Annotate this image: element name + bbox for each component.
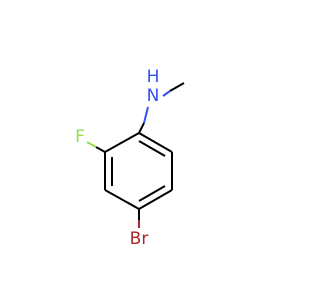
bonds — [86, 82, 185, 228]
bond-n-methyl-carbon-half — [169, 82, 185, 92]
structure-svg: H N F Br — [75, 67, 185, 249]
bromine-label: Br — [130, 229, 149, 249]
molecule-drawing: H N F Br — [75, 67, 185, 249]
bond-c2-f-carbon-half — [95, 146, 106, 153]
bond-c6-c1 — [138, 132, 173, 153]
atom-labels: H N F Br — [75, 67, 159, 249]
bond-c1-n-nitrogen-half — [143, 106, 149, 124]
bond-c2-f-fluorine-half — [86, 141, 97, 148]
bond-c4-c5 — [138, 189, 173, 210]
bond-c6-c1-inner — [138, 140, 166, 157]
bond-c4-c5-inner — [138, 185, 166, 202]
bond-n-methyl-nitrogen-half — [162, 90, 171, 97]
bond-c1-c2 — [104, 132, 140, 153]
bond-c1-n-carbon-half — [138, 122, 145, 134]
nitrogen-h-label: H — [147, 67, 160, 87]
fluorine-label: F — [75, 127, 85, 147]
bond-c3-c4 — [104, 189, 140, 210]
nitrogen-label: N — [147, 86, 160, 106]
